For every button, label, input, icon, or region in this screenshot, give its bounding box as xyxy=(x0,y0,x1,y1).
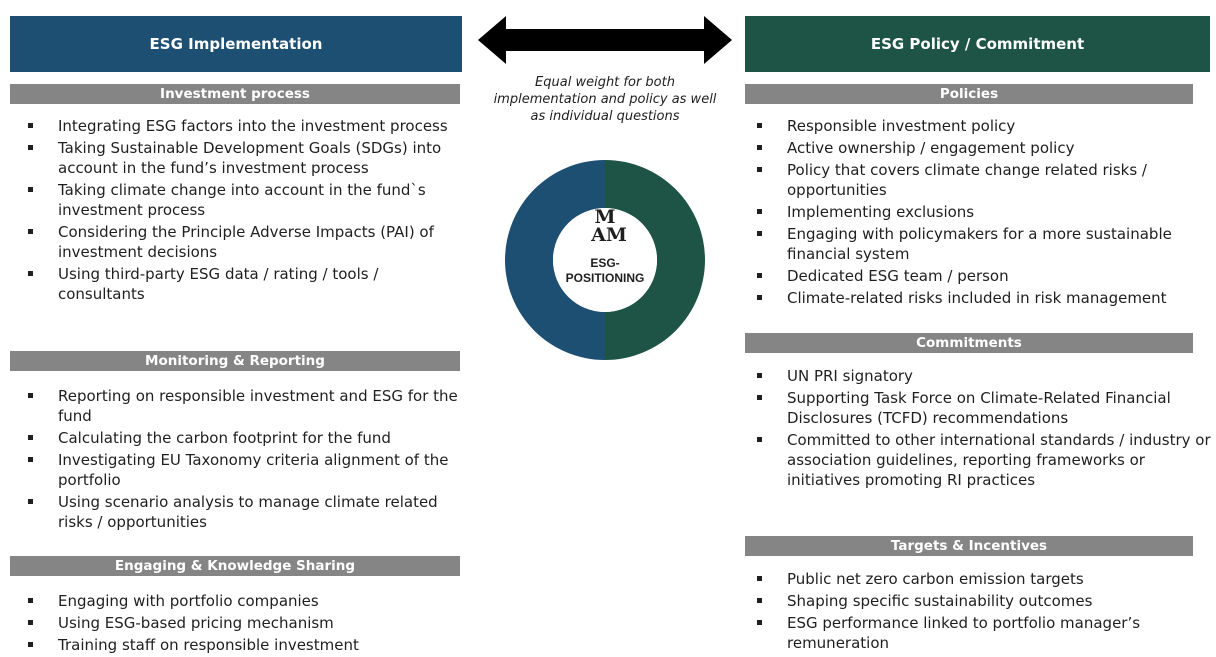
list-item: Calculating the carbon footprint for the… xyxy=(26,428,466,448)
monitoring-reporting-list: Reporting on responsible investment and … xyxy=(26,386,466,534)
section-header-engaging-knowledge: Engaging & Knowledge Sharing xyxy=(10,556,460,576)
section-header-investment-process: Investment process xyxy=(10,84,460,104)
list-item: Supporting Task Force on Climate-Related… xyxy=(755,388,1216,428)
list-item: Climate-related risks included in risk m… xyxy=(755,288,1216,308)
list-item: Implementing exclusions xyxy=(755,202,1216,222)
esg-policy-commitment-banner: ESG Policy / Commitment xyxy=(745,16,1210,72)
list-item: Using third-party ESG data / rating / to… xyxy=(26,264,466,304)
list-item: Committed to other international standar… xyxy=(755,430,1216,490)
mam-logo: M AM xyxy=(591,206,627,246)
list-item: Active ownership / engagement policy xyxy=(755,138,1216,158)
section-header-policies: Policies xyxy=(745,84,1193,104)
list-item: Using scenario analysis to manage climat… xyxy=(26,492,466,532)
section-header-monitoring-reporting: Monitoring & Reporting xyxy=(10,351,460,371)
equal-weight-caption: Equal weight for both implementation and… xyxy=(493,75,717,124)
donut-implementation-half xyxy=(505,160,605,360)
list-item: Investigating EU Taxonomy criteria align… xyxy=(26,450,466,490)
section-header-commitments: Commitments xyxy=(745,333,1193,353)
double-arrow-icon xyxy=(478,16,732,64)
section-header-targets-incentives: Targets & Incentives xyxy=(745,536,1193,556)
list-item: Dedicated ESG team / person xyxy=(755,266,1216,286)
list-item: Integrating ESG factors into the investm… xyxy=(26,116,466,136)
list-item: Policy that covers climate change relate… xyxy=(755,160,1216,200)
list-item: Considering the Principle Adverse Impact… xyxy=(26,222,466,262)
esg-implementation-banner: ESG Implementation xyxy=(10,16,462,72)
list-item: Using ESG-based pricing mechanism xyxy=(26,613,466,633)
list-item: Public net zero carbon emission targets xyxy=(755,569,1216,589)
list-item: Responsible investment policy xyxy=(755,116,1216,136)
list-item: Reporting on responsible investment and … xyxy=(26,386,466,426)
list-item: Training staff on responsible investment xyxy=(26,635,466,655)
list-item: Engaging with portfolio companies xyxy=(26,591,466,611)
list-item: Engaging with policymakers for a more su… xyxy=(755,224,1216,264)
esg-positioning-label: ESG- POSITIONING xyxy=(565,256,645,285)
donut-policy-half xyxy=(605,160,705,360)
investment-process-list: Integrating ESG factors into the investm… xyxy=(26,116,466,306)
esg-positioning-donut xyxy=(505,160,705,360)
list-item: Shaping specific sustainability outcomes xyxy=(755,591,1216,611)
list-item: UN PRI signatory xyxy=(755,366,1216,386)
list-item: ESG performance linked to portfolio mana… xyxy=(755,613,1216,653)
list-item: Taking Sustainable Development Goals (SD… xyxy=(26,138,466,178)
list-item: Taking climate change into account in th… xyxy=(26,180,466,220)
